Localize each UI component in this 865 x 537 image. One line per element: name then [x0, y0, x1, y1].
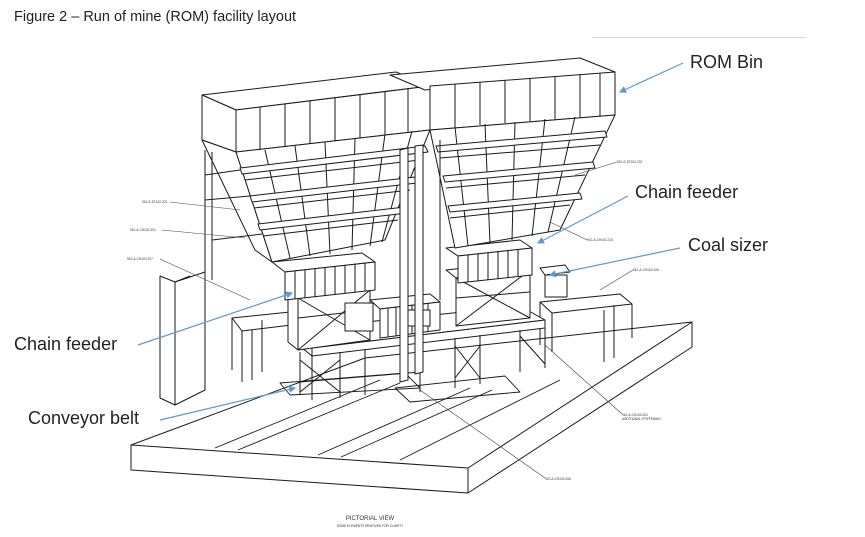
right-hopper: [389, 57, 616, 249]
callout-chain-feeder-left: Chain feeder: [14, 334, 118, 354]
left-hopper: [201, 71, 431, 263]
left-chain-feeder: [271, 252, 376, 301]
drawing-tag: ADDITIONAL STIFFENING: [622, 417, 661, 421]
central-columns: [399, 140, 441, 383]
coal-sizer-leader: [548, 247, 681, 278]
drawing-tag: 910-S-ST102-202: [617, 160, 643, 164]
callout-chain-feeder-right: Chain feeder: [635, 182, 739, 202]
figure-title: Figure 2 – Run of mine (ROM) facility la…: [14, 9, 297, 25]
header-rule: [592, 37, 806, 38]
coal-sizer-housing: [539, 264, 571, 298]
right-chain-feeder: [445, 239, 533, 284]
chain-feeder-left-leader: [137, 291, 294, 346]
callout-rom-bin: ROM Bin: [690, 52, 764, 72]
chain-feeder-right-leader: [536, 195, 629, 244]
drawing-subcaption: SOME ELEMENTS REMOVED FOR CLARITY: [336, 524, 404, 528]
callout-coal-sizer: Coal sizer: [688, 235, 769, 255]
right-gantry: [539, 293, 633, 362]
drawing-tag: 910-A-CH102-210: [587, 238, 613, 242]
retaining-wall: [159, 271, 206, 406]
drawing-tag: 910-A-CH102-206: [633, 268, 659, 272]
drawing-tag: 910-A-CH102-206: [545, 477, 571, 481]
callout-conveyor-belt: Conveyor belt: [28, 408, 140, 428]
rom-bin-leader: [618, 62, 684, 93]
drawing-tag: 910-S-ST102-201: [142, 200, 168, 204]
drawing-caption: PICTORIAL VIEW: [345, 516, 395, 522]
drawing-tag: 910-A-CH102-201: [622, 413, 648, 417]
drawing-tag: 910-A-CH102-207: [127, 257, 153, 261]
conveyor-belt-leader: [159, 385, 297, 421]
drawing-tag: 910-A-CH102-201: [130, 228, 156, 232]
